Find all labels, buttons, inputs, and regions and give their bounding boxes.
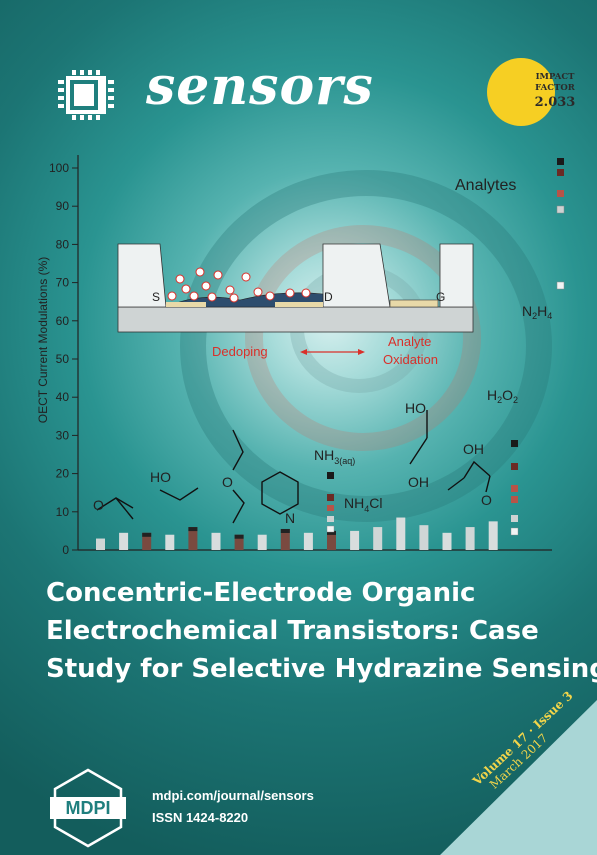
- atom-n: N: [285, 510, 295, 526]
- impact-factor-line2: FACTOR: [535, 83, 575, 93]
- bar: [303, 532, 313, 550]
- bar: [327, 530, 336, 550]
- cover-figure: 0 10 20 30 40 50 60 70 80 90 100 OECT Current Modu…: [36, 155, 565, 557]
- ion-markers: [167, 267, 311, 303]
- atom-o-2: O: [222, 474, 233, 490]
- drain-label: D: [324, 290, 333, 304]
- bar: [165, 534, 175, 550]
- atom-ho-1: HO: [150, 469, 171, 485]
- molecule-structures: [96, 410, 491, 524]
- double-arrow-icon: [300, 349, 365, 355]
- source-label: S: [152, 290, 160, 304]
- ion-marker: [213, 270, 223, 280]
- h2o2-label: H2O2: [487, 387, 518, 405]
- nh3-label: NH3(aq): [314, 447, 355, 466]
- atom-oh-2: OH: [463, 441, 484, 457]
- article-title: Concentric-Electrode Organic Electrochem…: [46, 574, 597, 688]
- y-tick-label: 80: [56, 237, 70, 251]
- y-tick-group: 0 10 20 30 40 50 60 70 80 90 100: [49, 161, 78, 557]
- ion-marker: [175, 274, 185, 284]
- bar-top-segment: [188, 527, 198, 532]
- bar: [234, 534, 244, 550]
- ion-marker: [189, 291, 199, 301]
- y-tick-label: 50: [56, 352, 70, 366]
- y-tick-label: 60: [56, 314, 70, 328]
- bar: [96, 538, 105, 550]
- issue-corner-banner: [440, 700, 597, 855]
- device-cross-section: S D G: [117, 243, 474, 333]
- bar-top-segment: [142, 532, 152, 537]
- mdpi-logo-icon: MDPI: [50, 768, 126, 848]
- y-tick-label: 0: [62, 543, 69, 557]
- bar: [396, 517, 406, 550]
- journal-issn: ISSN 1424-8220: [152, 810, 249, 825]
- impact-factor-line1: IMPACT: [535, 72, 575, 82]
- ion-marker: [225, 285, 235, 295]
- ion-marker: [253, 287, 263, 297]
- nh4cl-label: NH4Cl: [344, 495, 382, 514]
- y-tick-label: 90: [56, 199, 70, 213]
- analyte-label: Analyte: [388, 334, 431, 349]
- article-title-line-3: Study for Selective Hydrazine Sensing: [46, 654, 597, 684]
- ion-marker: [229, 293, 239, 303]
- y-axis-label: OECT Current Modulations (%): [36, 257, 50, 424]
- bar: [442, 532, 452, 550]
- ion-marker: [201, 281, 211, 291]
- bar: [257, 534, 267, 550]
- y-tick-label: 70: [56, 276, 70, 290]
- ion-marker: [265, 291, 275, 301]
- n2h4-label: N2H4: [522, 303, 552, 321]
- chip-logo-icon: [58, 70, 114, 120]
- oxidation-label: Oxidation: [383, 352, 438, 367]
- dedoping-label: Dedoping: [212, 344, 268, 359]
- bar: [373, 527, 383, 550]
- bar-top-segment: [327, 530, 336, 535]
- bar: [211, 532, 221, 550]
- journal-name: sensors: [146, 56, 374, 117]
- bar-top-segment: [234, 534, 244, 539]
- ion-marker: [241, 272, 251, 282]
- ion-marker: [301, 288, 311, 298]
- bar: [280, 528, 290, 550]
- atom-oh-1: OH: [408, 474, 429, 490]
- bar: [119, 532, 129, 550]
- atom-ho-2: HO: [405, 400, 426, 416]
- journal-url: mdpi.com/journal/sensors: [152, 788, 314, 803]
- ion-marker: [181, 284, 191, 294]
- y-tick-label: 30: [56, 428, 70, 442]
- ion-marker: [285, 288, 295, 298]
- article-title-line-2: Electrochemical Transistors: Case: [46, 616, 539, 646]
- y-tick-label: 100: [49, 161, 69, 175]
- mdpi-logo-text: MDPI: [66, 798, 111, 818]
- bar: [419, 525, 429, 550]
- legend-swatches: [556, 158, 565, 290]
- ion-marker: [167, 291, 177, 301]
- bar: [142, 532, 152, 550]
- ion-marker: [207, 292, 217, 302]
- analytes-label: Analytes: [455, 177, 516, 194]
- article-title-line-1: Concentric-Electrode Organic: [46, 578, 476, 608]
- bar-top-segment: [280, 528, 290, 533]
- y-tick-label: 10: [56, 505, 70, 519]
- ion-marker: [195, 267, 205, 277]
- bar: [488, 521, 498, 550]
- marker-stack-nh3: [326, 472, 335, 533]
- marker-stack-h2o2: [510, 440, 519, 536]
- bar: [188, 527, 198, 550]
- bar-series: [96, 517, 498, 550]
- y-tick-label: 40: [56, 390, 70, 404]
- y-tick-label: 20: [56, 467, 70, 481]
- gate-label: G: [436, 290, 445, 304]
- bar: [350, 530, 360, 550]
- impact-factor-value: 2.033: [534, 95, 576, 110]
- impact-factor-badge: IMPACT FACTOR 2.033: [487, 58, 575, 126]
- atom-o-3: O: [481, 492, 492, 508]
- atom-o-1: O: [93, 497, 104, 513]
- bar: [465, 527, 475, 550]
